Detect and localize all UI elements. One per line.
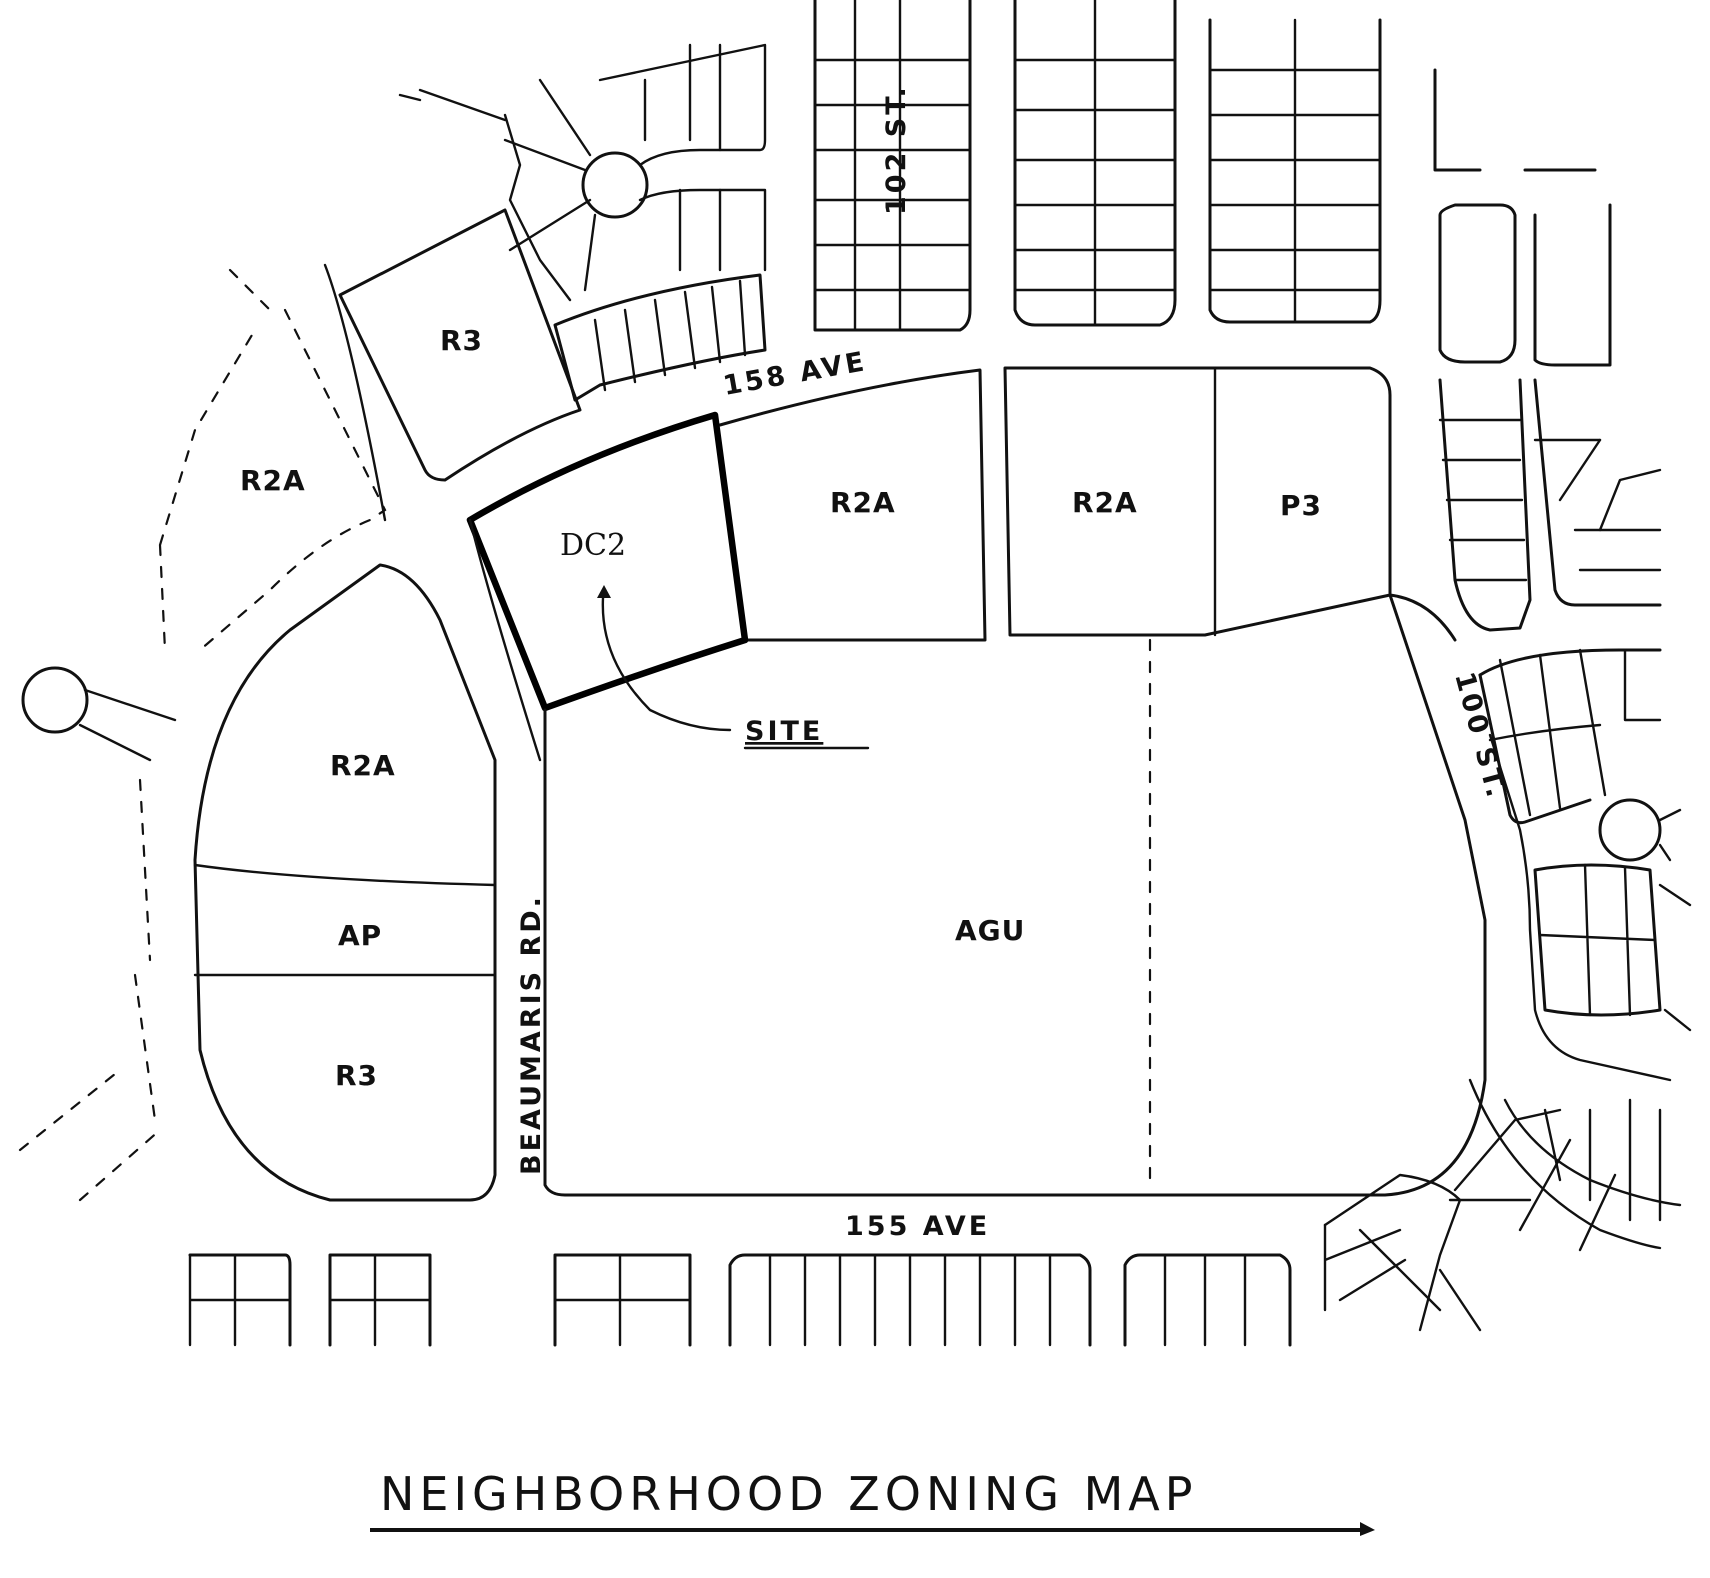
- site-arrow: [601, 596, 732, 732]
- map-title-group: NEIGHBORHOOD ZONING MAP: [370, 1467, 1375, 1536]
- street-label-beaumaris-rd: BEAUMARIS RD.: [516, 894, 547, 1175]
- street-label-100-st: 100 ST.: [1448, 669, 1512, 803]
- site-arrow-head: [597, 585, 611, 598]
- southeast-lots: [1323, 1078, 1682, 1332]
- site-callout-label: SITE: [745, 716, 823, 747]
- north-blocks: [813, 0, 1382, 332]
- map-title: NEIGHBORHOOD ZONING MAP: [380, 1467, 1198, 1521]
- zone-label-ap: AP: [338, 919, 382, 952]
- parcel-agu: AGU: [955, 638, 1152, 1192]
- street-label-155-ave: 155 AVE: [845, 1211, 990, 1242]
- map-title-underline-tip: [1360, 1522, 1375, 1536]
- zone-label-p3: P3: [1280, 489, 1322, 522]
- east-blocks: 100 ST.: [1388, 68, 1692, 1082]
- beaumaris-rd-area: R2A AP R3 BEAUMARIS RD.: [193, 518, 1487, 1202]
- parcel-r3-north: R3: [338, 208, 582, 482]
- street-label-102-st: 102 ST.: [881, 84, 912, 215]
- lots-north-of-158: [553, 273, 767, 402]
- zone-label-r2a-east: R2A: [1072, 486, 1138, 519]
- zone-label-r3-south: R3: [335, 1059, 378, 1092]
- zone-label-r2a-west: R2A: [240, 464, 306, 497]
- parcel-r2a-west: R2A: [158, 263, 387, 652]
- west-cul-de-sac: [18, 666, 177, 1202]
- site-zone-label: DC2: [560, 528, 626, 563]
- zone-label-r2a-southwest: R2A: [330, 749, 396, 782]
- zone-label-r2a-center: R2A: [830, 486, 896, 519]
- road-155-ave: 155 AVE: [188, 1211, 1292, 1347]
- site-parcel-dc2: DC2 SITE: [466, 411, 870, 750]
- zone-label-r3-north: R3: [440, 324, 483, 357]
- zone-label-agu: AGU: [955, 914, 1025, 947]
- northwest-cul-de-sac: [398, 43, 767, 302]
